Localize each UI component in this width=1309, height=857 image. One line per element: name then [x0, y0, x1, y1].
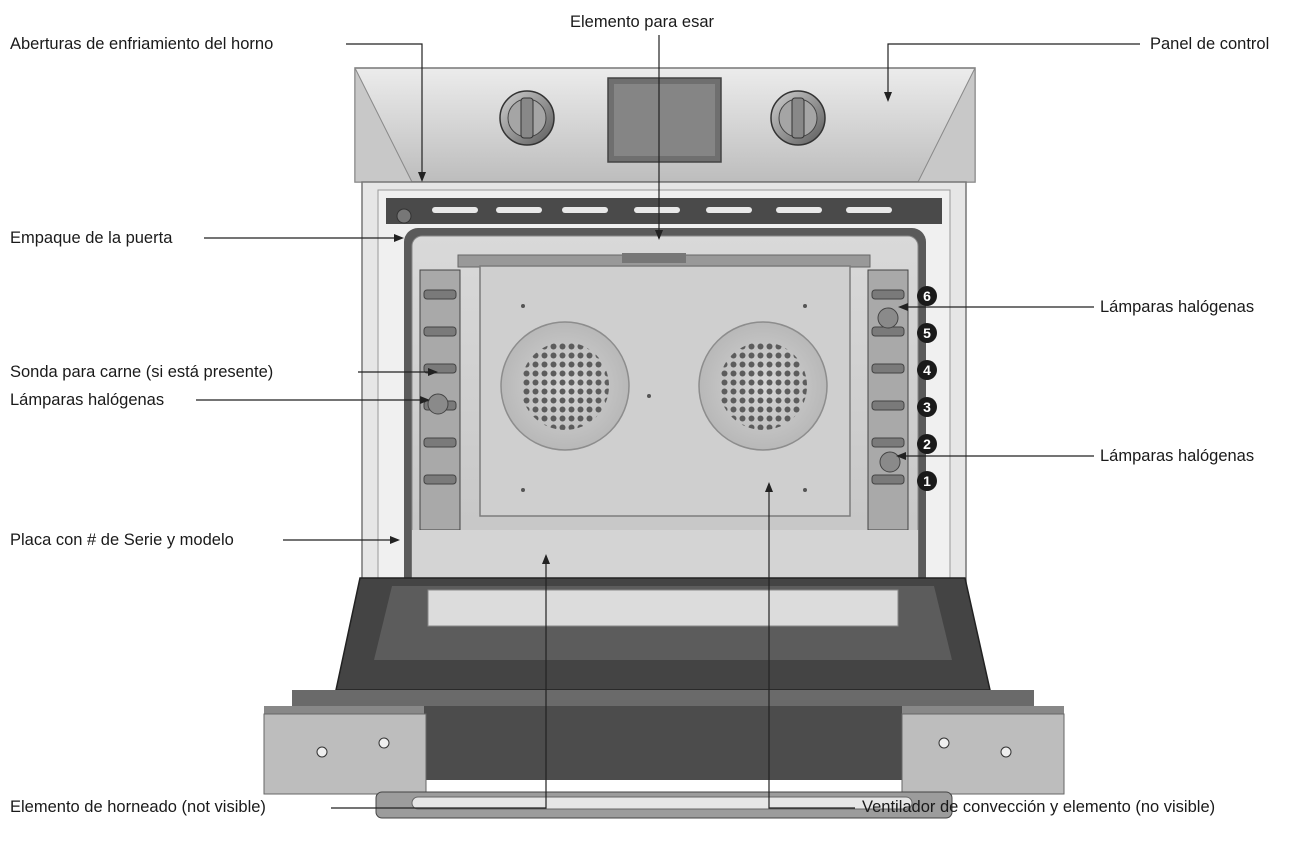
rack-position-badges: 6 5 4 3 2 1: [917, 286, 937, 491]
knob-left: [499, 90, 555, 146]
label-meat-probe: Sonda para carne (si está presente): [10, 363, 274, 381]
label-halogen-right-bottom: Lámparas halógenas: [1100, 447, 1255, 465]
rack-position-circle: [917, 323, 937, 343]
knob-right: [770, 90, 826, 146]
door-bracket-right: [901, 713, 1065, 795]
rack-position-number: 6: [923, 288, 931, 304]
right-rack-rails: [867, 269, 909, 531]
leader-arrowheads: [390, 92, 908, 564]
rack-position-badge: 3: [917, 397, 937, 417]
oven-cavity: [404, 228, 926, 600]
rack-position-number: 1: [923, 473, 931, 489]
leader-lines: [196, 35, 1140, 809]
rack-position-circle: [917, 397, 937, 417]
label-halogen-right-top: Lámparas halógenas: [1100, 298, 1255, 316]
convection-fan-right: [698, 321, 828, 451]
rack-position-number: 2: [923, 436, 931, 452]
rack-position-circle: [917, 471, 937, 491]
rack-position-badge: 5: [917, 323, 937, 343]
label-door-gasket: Empaque de la puerta: [10, 229, 173, 247]
rack-position-circle: [917, 286, 937, 306]
label-serial-plate: Placa con # de Serie y modelo: [10, 531, 234, 549]
convection-fan-left: [500, 321, 630, 451]
label-cooling-vents: Aberturas de enfriamiento del horno: [10, 35, 274, 53]
door-handle: [375, 791, 953, 819]
rack-position-badge: 2: [917, 434, 937, 454]
control-panel: [354, 67, 976, 183]
label-bake-element: Elemento de horneado (not visible): [10, 798, 266, 816]
rack-position-badge: 1: [917, 471, 937, 491]
door-bracket-left: [263, 713, 427, 795]
label-control-panel: Panel de control: [1150, 35, 1270, 53]
rack-position-number: 5: [923, 325, 931, 341]
label-convection-fan: Ventilador de convección y elemento (no …: [862, 798, 1216, 816]
cooling-vent-slots: [432, 207, 892, 213]
rack-position-badge: 6: [917, 286, 937, 306]
label-halogen-left: Lámparas halógenas: [10, 391, 165, 409]
oven-door: [263, 577, 1065, 819]
rack-position-number: 3: [923, 399, 931, 415]
rack-position-circle: [917, 434, 937, 454]
rack-position-circle: [917, 360, 937, 380]
label-broil-element: Elemento para esar: [570, 13, 714, 31]
rack-position-badge: 4: [917, 360, 937, 380]
rack-position-number: 4: [923, 362, 931, 378]
